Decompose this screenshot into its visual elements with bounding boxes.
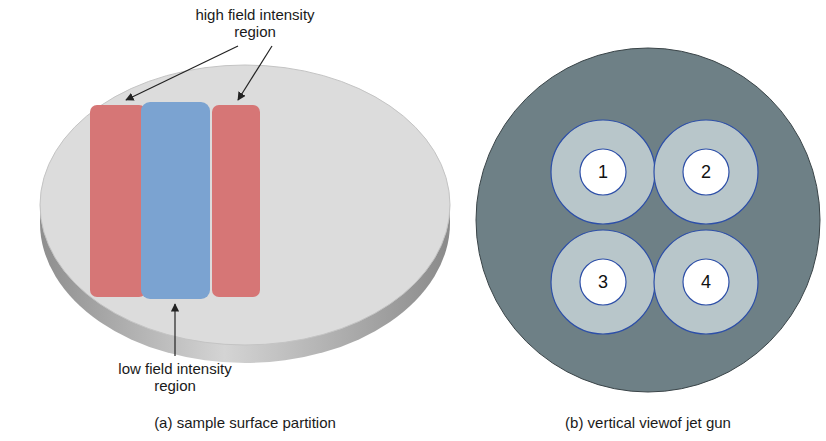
- nozzle-number: 2: [682, 148, 730, 196]
- region-label: low field intensity region: [111, 360, 239, 394]
- nozzle-ring: [654, 120, 758, 224]
- nozzle-hole: 3: [579, 258, 627, 306]
- disc-top: [40, 65, 450, 345]
- nozzle-circle: [683, 149, 729, 195]
- leader-arrow: [126, 46, 238, 100]
- nozzle-hole: 4: [682, 258, 730, 306]
- caption: (b) vertical viewof jet gun: [565, 414, 731, 431]
- nozzle-ring: [551, 120, 655, 224]
- nozzle-circle: [683, 259, 729, 305]
- leader-arrow: [238, 46, 272, 100]
- nozzle-circle: [580, 259, 626, 305]
- low-field-region: [141, 102, 210, 299]
- nozzle-number: 1: [579, 148, 627, 196]
- nozzle-ring: [551, 230, 655, 334]
- nozzle-number: 3: [579, 258, 627, 306]
- jet-gun-body: [476, 48, 820, 392]
- region-label: high field intensity region: [191, 6, 319, 40]
- nozzle-hole: 2: [682, 148, 730, 196]
- high-field-region: [90, 105, 146, 297]
- nozzle-circle: [580, 149, 626, 195]
- nozzle-number: 4: [682, 258, 730, 306]
- leader-arrow: [174, 304, 175, 356]
- nozzle-ring: [654, 230, 758, 334]
- high-field-region: [212, 105, 260, 297]
- caption: (a) sample surface partition: [154, 414, 336, 431]
- nozzle-hole: 1: [579, 148, 627, 196]
